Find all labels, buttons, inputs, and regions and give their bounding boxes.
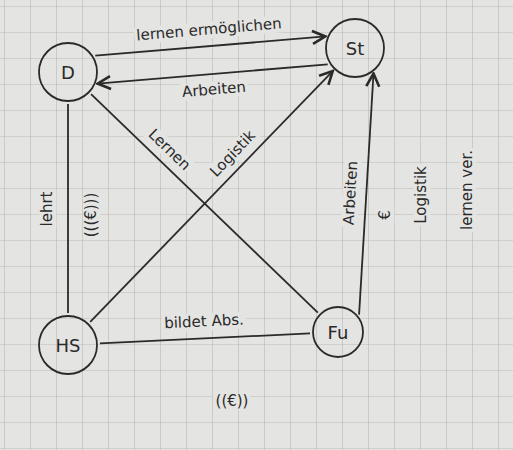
connector-line <box>95 36 325 55</box>
circle-shape <box>326 19 384 77</box>
node-label: St <box>346 38 364 59</box>
circle-shape <box>39 43 97 101</box>
circle-shape <box>39 316 97 374</box>
circle-node: HS <box>38 315 98 375</box>
connector-line <box>359 74 373 315</box>
circle-node: Fu <box>312 306 364 358</box>
node-label: Fu <box>328 322 349 343</box>
note-label: € <box>377 208 394 222</box>
note-label: ((€)) <box>214 393 251 410</box>
note-label: (((€))) <box>83 191 100 240</box>
circle-node: D <box>38 42 98 102</box>
note-label: Logistik <box>413 164 430 226</box>
circle-shape <box>313 307 363 357</box>
connector-line <box>100 333 310 343</box>
edge-label: lehrt <box>39 189 56 228</box>
node-label: D <box>61 62 75 83</box>
connector-line <box>90 71 333 322</box>
node-label: HS <box>56 335 81 356</box>
note-label: lernen ver. <box>459 148 476 232</box>
connector-line <box>67 104 69 313</box>
circle-node: St <box>325 18 385 78</box>
